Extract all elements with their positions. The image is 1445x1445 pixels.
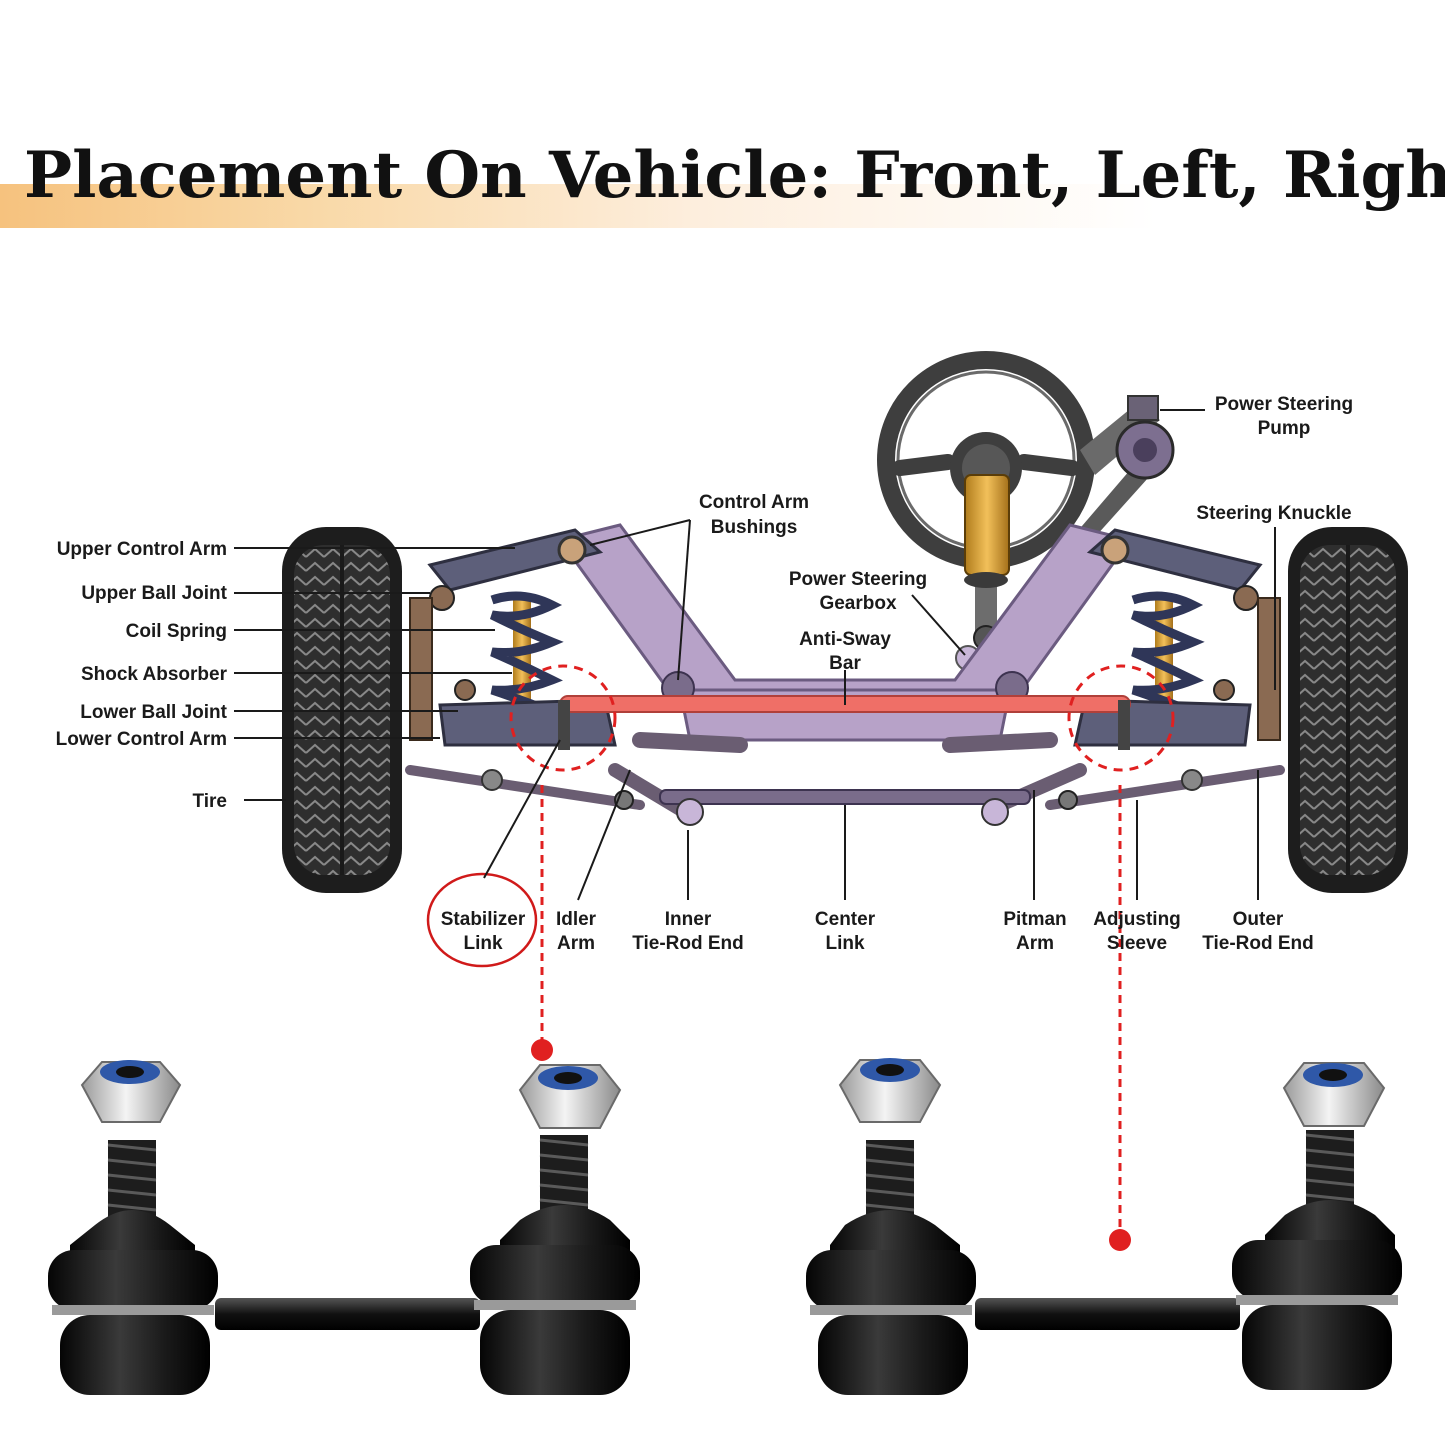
page-title: Placement On Vehicle: Front, Left, Right (24, 138, 1445, 213)
right-target-dot (1109, 1229, 1131, 1251)
label-control-arm-bushings-2: Bushings (711, 517, 798, 538)
label-anti-sway-bar-2: Bar (829, 653, 861, 674)
label-center-link-1: Center (815, 909, 876, 930)
labels: Upper Control Arm Upper Ball Joint Coil … (56, 394, 1354, 954)
label-anti-sway-bar-1: Anti-Sway (799, 629, 891, 650)
upper-control-arms (427, 528, 1263, 611)
stabilizer-link-highlights (426, 664, 1175, 1251)
label-power-steering-gearbox-2: Gearbox (819, 593, 897, 614)
label-center-link-2: Link (825, 933, 864, 954)
label-idler-arm-2: Arm (557, 933, 595, 954)
label-steering-knuckle: Steering Knuckle (1196, 503, 1351, 524)
label-inner-tie-rod-end-2: Tie-Rod End (632, 933, 744, 954)
right-link-end-b (1232, 1062, 1402, 1390)
label-stabilizer-link-1: Stabilizer (441, 909, 526, 930)
label-upper-ball-joint: Upper Ball Joint (81, 583, 227, 604)
label-coil-spring: Coil Spring (126, 621, 227, 642)
label-pitman-arm-1: Pitman (1003, 909, 1066, 930)
coil-springs (489, 591, 1205, 717)
label-stabilizer-link-2: Link (463, 933, 502, 954)
left-link-end-a (48, 1060, 218, 1395)
label-power-steering-pump-2: Pump (1258, 418, 1311, 439)
label-power-steering-pump-1: Power Steering (1215, 394, 1353, 415)
label-pitman-arm-2: Arm (1016, 933, 1054, 954)
label-outer-tie-rod-end-2: Tie-Rod End (1202, 933, 1314, 954)
label-power-steering-gearbox-1: Power Steering (789, 569, 927, 590)
steering-linkage (405, 732, 1285, 826)
right-link-end-a (806, 1058, 976, 1395)
left-target-dot (531, 1039, 553, 1061)
right-sway-bar-link-product (806, 1058, 1402, 1395)
right-tire (1288, 527, 1408, 893)
left-link-end-b (470, 1064, 640, 1395)
label-upper-control-arm: Upper Control Arm (57, 539, 227, 560)
title-banner (0, 184, 1445, 228)
label-lower-control-arm: Lower Control Arm (56, 729, 227, 750)
left-sway-bar-link-product (48, 1060, 640, 1395)
label-inner-tie-rod-end-1: Inner (665, 909, 712, 930)
label-adjusting-sleeve-1: Adjusting (1093, 909, 1181, 930)
label-outer-tie-rod-end-1: Outer (1233, 909, 1284, 930)
label-adjusting-sleeve-2: Sleeve (1107, 933, 1167, 954)
label-lower-ball-joint: Lower Ball Joint (80, 702, 227, 723)
label-shock-absorber: Shock Absorber (81, 664, 228, 685)
label-tire: Tire (192, 791, 227, 812)
label-control-arm-bushings-1: Control Arm (699, 492, 809, 513)
leader-lines (234, 409, 1276, 901)
label-idler-arm-1: Idler (556, 909, 597, 930)
